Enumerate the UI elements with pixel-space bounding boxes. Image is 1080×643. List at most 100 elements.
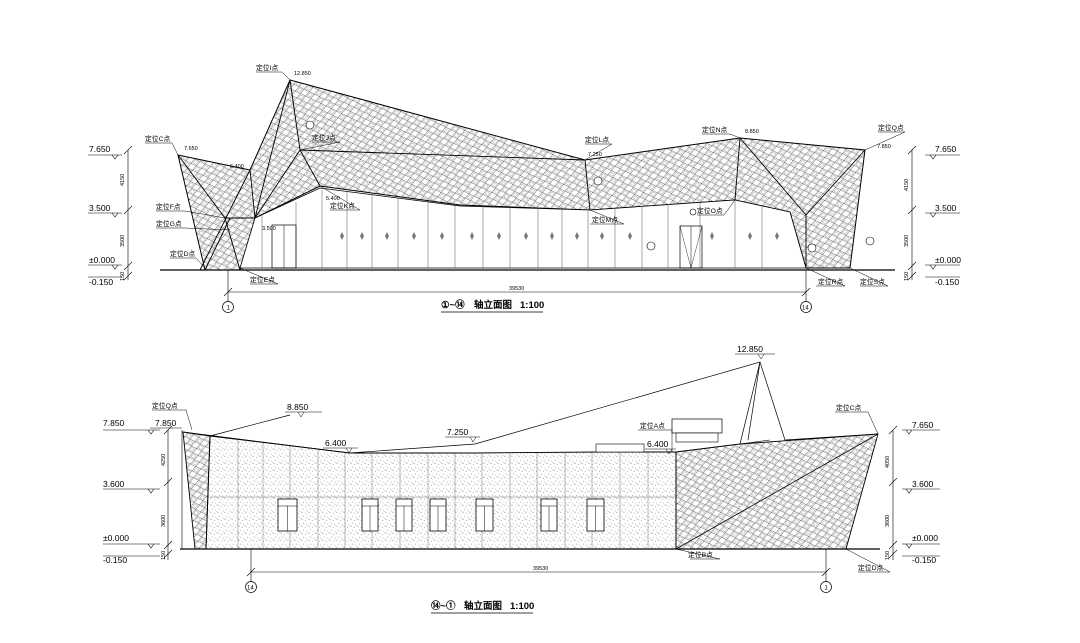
elevation-1-title: 轴立面图	[474, 299, 512, 311]
point-label-m: 定位M点	[592, 215, 618, 224]
rooftop-parapet	[595, 443, 645, 453]
point-label-o: 定位O点	[697, 206, 723, 215]
stipple-wall	[205, 435, 677, 550]
axis-bubble-end	[800, 301, 812, 313]
point-label-e: 定位E点	[250, 275, 275, 284]
elev-markers-2	[150, 353, 775, 455]
axis-bubble-start	[222, 301, 234, 313]
total-dimension-2	[246, 549, 831, 582]
level-right-zero: ±0.000	[935, 255, 961, 265]
level-left-zero: ±0.000	[89, 255, 115, 265]
level2-right-zero: ±0.000	[912, 533, 938, 543]
dim-left-a: 4150	[120, 174, 126, 186]
left-wedge-panel	[182, 431, 211, 550]
point-label-k: 定位K点	[330, 201, 355, 210]
axis2-label-end: 1	[825, 586, 829, 592]
point-label-f: 定位F点	[156, 202, 181, 211]
left-level-lines	[88, 154, 122, 278]
right-level-lines	[925, 154, 960, 278]
point-label-c: 定位C点	[145, 134, 171, 143]
point2-label-b: 定位B点	[688, 550, 713, 559]
left-level-lines-2	[103, 429, 160, 557]
elev-8850: 8.850	[745, 129, 759, 135]
level-right-neg: -0.150	[935, 277, 959, 287]
point-label-s: 定位S点	[860, 277, 885, 286]
elev-3500: 3.500	[262, 226, 276, 232]
elevation-2-scale: 1:100	[510, 601, 534, 612]
point-label-j: 定位J点	[312, 133, 336, 142]
dim-right-a: 4150	[904, 179, 910, 191]
axis2-label-start: 14	[247, 586, 254, 592]
dim2-right-a: 4050	[885, 456, 891, 468]
facade-spandrel-marks	[340, 232, 779, 240]
level-right-mid: 3.500	[935, 203, 957, 213]
elevation-1: 4150 3500 150 4150 3500 150 7.650 3.500 …	[88, 63, 961, 313]
elevation-2: 4250 3600 150 4050 3600 150 7.850 3.600 …	[103, 344, 940, 614]
facade-mullions	[261, 190, 763, 268]
glass-facade	[239, 187, 807, 269]
axis2-bubble-start	[245, 581, 257, 593]
elev-7250: 7.250	[588, 152, 602, 158]
level2-right-neg: -0.150	[912, 555, 936, 565]
point-label-l: 定位L点	[585, 135, 609, 144]
elev2-6400a: 6.400	[325, 438, 347, 448]
dim2-right-b: 3600	[885, 515, 891, 527]
right-dimension-chain-2	[888, 425, 898, 560]
elevation-2-title: 轴立面图	[464, 600, 502, 612]
elev-12850: 12.850	[294, 71, 311, 77]
right-dimension-chain	[907, 145, 917, 281]
elev2-6400b: 6.400	[647, 439, 669, 449]
dim2-total: 39530	[533, 566, 548, 572]
elev-7850: 7.850	[877, 144, 891, 150]
level-left-top: 7.650	[89, 144, 111, 154]
dim2-left-c: 150	[161, 551, 167, 560]
dim2-left-a: 4250	[161, 454, 167, 466]
level2-left-zero: ±0.000	[103, 533, 129, 543]
point-label-d: 定位D点	[170, 249, 196, 258]
rooftop-unit	[671, 418, 723, 434]
point-leaders-2	[152, 409, 891, 573]
elev2-7850: 7.850	[155, 418, 177, 428]
level-left-neg: -0.150	[89, 277, 113, 287]
axis2-bubble-end	[820, 581, 832, 593]
elevation-1-scale: 1:100	[520, 300, 544, 311]
elev2-8850: 8.850	[287, 402, 309, 412]
dim-right-c: 150	[904, 272, 910, 281]
roof-crease-lines	[177, 79, 866, 271]
elevation-2-title-mark: ⑭~①	[431, 600, 456, 612]
elev-7650: 7.650	[184, 146, 198, 152]
point-label-n: 定位N点	[702, 125, 728, 134]
axis-label-end: 14	[802, 306, 809, 312]
level-right-top: 7.650	[935, 144, 957, 154]
level2-left-top: 7.850	[103, 418, 125, 428]
elev-6400: 6.400	[230, 164, 244, 170]
dim-left-b: 3500	[120, 235, 126, 247]
point2-label-c: 定位C点	[836, 403, 862, 412]
right-level-lines-2	[902, 429, 940, 557]
dim2-left-b: 3600	[161, 515, 167, 527]
dim-right-b: 3500	[904, 235, 910, 247]
left-dimension-chain	[123, 145, 133, 281]
total-dimension	[223, 270, 811, 302]
elev2-12850: 12.850	[737, 344, 763, 354]
elev-5400: 5.400	[326, 196, 340, 202]
point2-label-a: 定位A点	[640, 421, 665, 430]
window-mullions	[278, 505, 604, 531]
point-leaders	[145, 71, 906, 287]
location-markers	[305, 120, 875, 253]
axis-label-start: 1	[227, 306, 231, 312]
rooftop-unit-base	[675, 432, 719, 443]
level2-left-mid: 3.600	[103, 479, 125, 489]
dim2-right-c: 150	[885, 551, 891, 560]
level-left-mid: 3.500	[89, 203, 111, 213]
elev2-7250: 7.250	[447, 427, 469, 437]
dim-total: 39530	[509, 286, 524, 292]
point-label-q: 定位Q点	[878, 123, 904, 132]
level2-right-mid: 3.600	[912, 479, 934, 489]
point2-label-d: 定位D点	[858, 563, 884, 572]
point-label-r: 定位R点	[818, 277, 844, 286]
dim-left-c: 150	[120, 272, 126, 281]
point-label-i: 定位I点	[256, 63, 278, 72]
level2-left-neg: -0.150	[103, 555, 127, 565]
